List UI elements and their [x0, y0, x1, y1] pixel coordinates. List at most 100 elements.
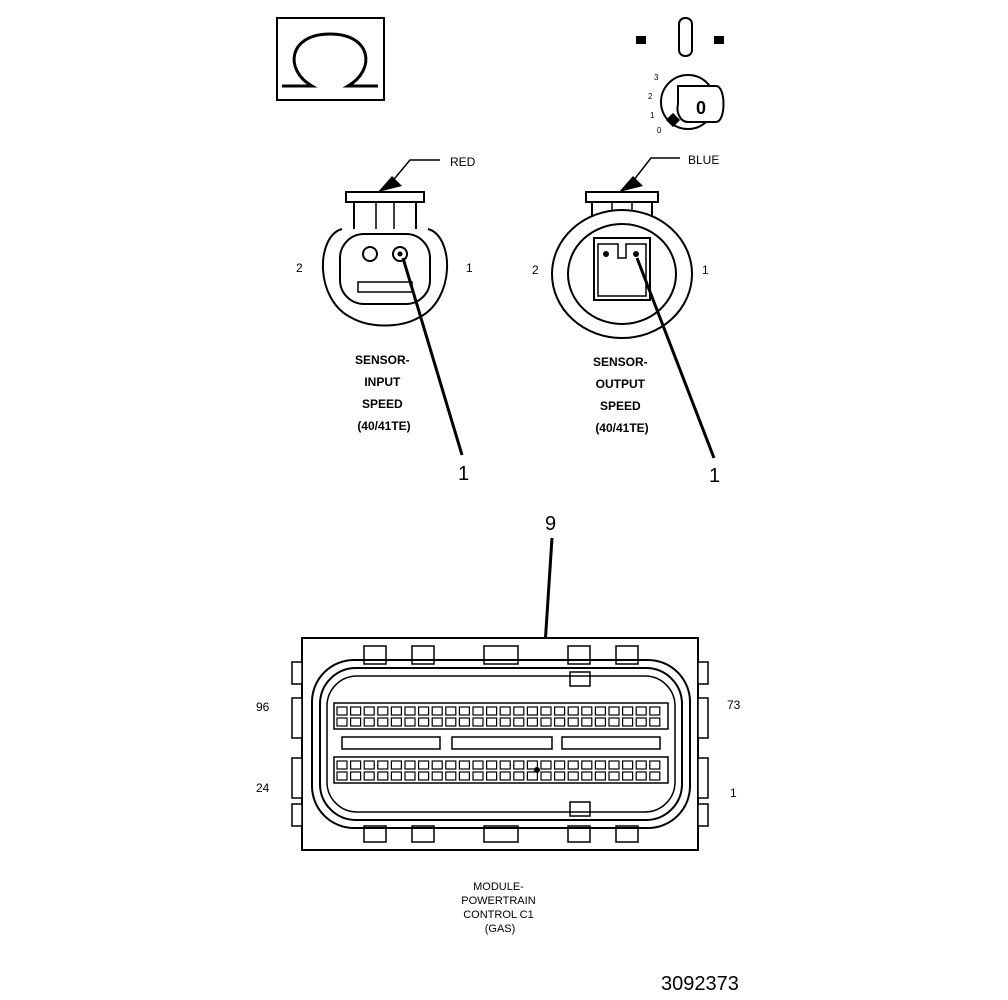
pin-cavity: [431, 717, 443, 727]
pin-cavity: [540, 771, 552, 781]
pin-cavity: [635, 760, 647, 770]
pin-cavity: [363, 717, 375, 727]
pin-cavity: [377, 706, 389, 716]
pin-cavity: [581, 771, 593, 781]
pin-cavity: [404, 706, 416, 716]
pin-cavity: [540, 760, 552, 770]
pin-cavity: [553, 771, 566, 781]
pin-cavity: [418, 706, 430, 716]
pin-cavity: [350, 771, 362, 781]
pin-cavity: [540, 706, 552, 716]
ohm-meter-icon: [276, 17, 385, 101]
pcm-c1-connector: 9: [256, 513, 741, 935]
pin-cavity: [635, 717, 647, 727]
pin-cavity: [608, 717, 620, 727]
pin-cavity: [526, 760, 539, 770]
output-speed-sensor-connector: BLUE 2 1 1 SENSOR- OUTPUT SPEED (40/41TE…: [532, 153, 720, 487]
pin-cavity: [526, 771, 539, 781]
pin-cavity: [418, 771, 430, 781]
pin-cavity: [499, 706, 511, 716]
figure-number: 3092373: [661, 973, 739, 995]
pin-cavity: [445, 706, 457, 716]
pin-cavity: [486, 717, 498, 727]
pin-cavity: [526, 717, 539, 727]
pin-cavity: [526, 706, 539, 716]
key-position-1: 1: [650, 111, 655, 120]
output-sensor-color-label: BLUE: [688, 153, 719, 167]
pin-cavity: [336, 717, 348, 727]
pin-cavity: [594, 771, 607, 781]
pin-cavity: [649, 760, 661, 770]
pin-cavity: [390, 717, 402, 727]
pcm-label: MODULE- POWERTRAIN CONTROL C1 (GAS): [461, 881, 538, 935]
pin-cavity: [513, 771, 525, 781]
pin-cavity: [553, 706, 566, 716]
pin-cavity: [458, 706, 470, 716]
pin-cavity: [472, 706, 484, 716]
pin-cavity: [594, 760, 607, 770]
pin-cavity: [649, 717, 661, 727]
pin-cavity: [621, 771, 634, 781]
key-position-0: 0: [657, 126, 662, 135]
pin-cavity: [336, 771, 348, 781]
pin-cavity: [486, 760, 498, 770]
pin-cavity: [336, 760, 348, 770]
pin-cavity: [431, 706, 443, 716]
pin-cavity: [594, 706, 607, 716]
pin-cavity: [567, 717, 579, 727]
pin-cavity: [350, 760, 362, 770]
pin-cavity: [486, 706, 498, 716]
pin-cavity: [445, 771, 457, 781]
pin-cavity: [390, 771, 402, 781]
pcm-pin-24-label: 24: [256, 781, 270, 795]
pin-cavity: [418, 760, 430, 770]
pin-cavity: [513, 760, 525, 770]
pin-cavity: [499, 771, 511, 781]
input-sensor-color-label: RED: [450, 155, 476, 169]
pcm-callout: 9: [545, 513, 556, 535]
pin-cavity: [594, 717, 607, 727]
output-sensor-pin-1: 1: [702, 263, 709, 277]
input-sensor-label: SENSOR- INPUT SPEED (40/41TE): [355, 353, 413, 433]
pin-cavity: [621, 760, 634, 770]
pin-cavity: [350, 717, 362, 727]
pcm-pin-1-label: 1: [730, 786, 737, 800]
pin-cavity: [445, 717, 457, 727]
pcm-pin-96-label: 96: [256, 700, 270, 714]
pin-cavity: [404, 760, 416, 770]
pin-cavity: [553, 717, 566, 727]
input-sensor-pin-1: 1: [466, 261, 473, 275]
pin-cavity: [418, 717, 430, 727]
output-sensor-pin-2: 2: [532, 263, 539, 277]
output-sensor-label: SENSOR- OUTPUT SPEED (40/41TE): [593, 355, 651, 435]
pin-cavity: [458, 760, 470, 770]
pin-cavity: [567, 771, 579, 781]
pcm-pin-73-label: 73: [727, 698, 741, 712]
pin-cavity: [513, 717, 525, 727]
pin-cavity: [540, 717, 552, 727]
pin-cavity: [608, 760, 620, 770]
pin-cavity: [635, 706, 647, 716]
pin-cavity: [377, 760, 389, 770]
input-sensor-pin-2: 2: [296, 261, 303, 275]
pin-cavity: [608, 771, 620, 781]
pin-cavity: [635, 771, 647, 781]
pin-cavity: [553, 760, 566, 770]
pin-cavity: [377, 717, 389, 727]
key-position-3: 3: [654, 73, 659, 82]
input-speed-sensor-connector: RED 2 1 1 SENSOR- INPUT SPEED (40/41TE): [296, 155, 476, 485]
pin-cavity: [431, 760, 443, 770]
pin-cavity: [363, 760, 375, 770]
pin-cavity: [350, 706, 362, 716]
pin-cavity: [567, 760, 579, 770]
input-sensor-callout: 1: [458, 463, 469, 485]
pin-cavity: [649, 706, 661, 716]
pin-cavity: [608, 706, 620, 716]
pin-cavity: [499, 760, 511, 770]
pin-cavity: [404, 717, 416, 727]
pin-cavity: [486, 771, 498, 781]
pin-cavity: [431, 771, 443, 781]
pin-cavity: [621, 717, 634, 727]
pin-cavity: [390, 706, 402, 716]
